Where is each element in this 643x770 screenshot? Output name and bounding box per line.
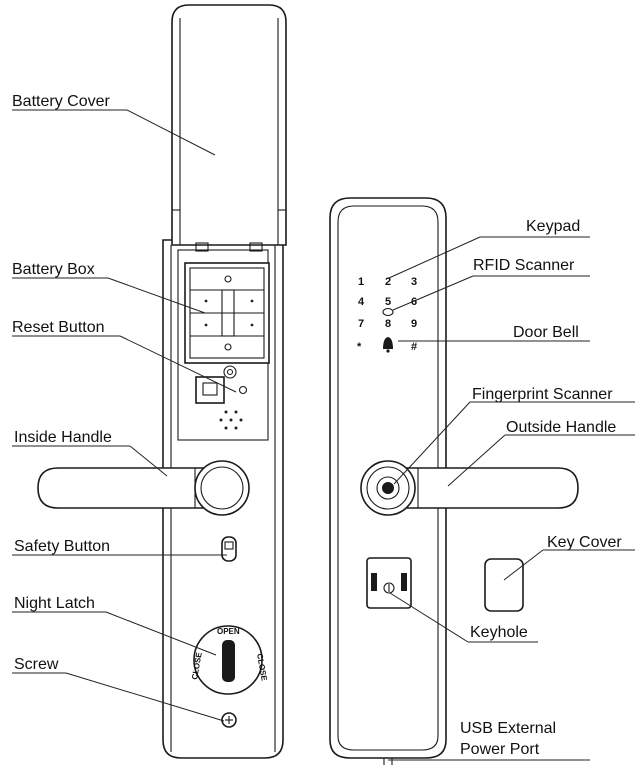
keypad-key-4: 4 — [358, 296, 365, 308]
keypad-key-7: 7 — [358, 318, 364, 330]
keypad-key-6: 6 — [411, 296, 417, 308]
fingerprint-scanner — [376, 476, 400, 500]
safety-button — [221, 536, 237, 562]
screw — [221, 712, 237, 728]
label-keypad: Keypad — [526, 218, 580, 235]
inside-panel: OPEN CLOSE CLOSE — [37, 4, 287, 759]
keypad-key-2: 2 — [385, 276, 391, 288]
label-battery-cover: Battery Cover — [12, 93, 110, 110]
battery-box — [184, 262, 270, 364]
label-outside-handle: Outside Handle — [506, 419, 616, 436]
door-bell-icon — [383, 337, 393, 353]
outside-panel: 1 2 3 4 5 6 7 8 9 * # — [329, 197, 579, 765]
callout-labels: Battery Cover Battery Box Reset Button I… — [12, 93, 622, 758]
keypad: 1 2 3 4 5 6 7 8 9 * # — [357, 276, 417, 353]
keyhole — [366, 557, 412, 609]
reset-button — [195, 365, 248, 404]
keypad-key-1: 1 — [358, 276, 364, 288]
label-screw: Screw — [14, 656, 59, 673]
speaker-grille — [219, 410, 243, 430]
label-fingerprint-scanner: Fingerprint Scanner — [472, 386, 613, 403]
label-usb-line1: USB External — [460, 720, 556, 737]
battery-cover — [171, 4, 287, 246]
label-key-cover: Key Cover — [547, 534, 622, 551]
rfid-scanner — [382, 307, 394, 317]
keypad-key-8: 8 — [385, 318, 391, 330]
leader-lines — [12, 109, 635, 761]
label-reset-button: Reset Button — [12, 319, 105, 336]
keypad-key-star: * — [357, 341, 362, 353]
keypad-key-5: 5 — [385, 296, 391, 308]
label-battery-box: Battery Box — [12, 261, 95, 278]
keypad-key-3: 3 — [411, 276, 417, 288]
key-cover — [484, 558, 524, 612]
inside-handle — [37, 460, 250, 516]
label-door-bell: Door Bell — [513, 324, 579, 341]
label-keyhole: Keyhole — [470, 624, 528, 641]
label-safety-button: Safety Button — [14, 538, 110, 555]
label-inside-handle: Inside Handle — [14, 429, 112, 446]
label-rfid-scanner: RFID Scanner — [473, 257, 575, 274]
keypad-key-9: 9 — [411, 318, 417, 330]
dial-open-label: OPEN — [217, 627, 240, 636]
night-latch-dial: OPEN CLOSE CLOSE — [190, 625, 269, 695]
keypad-key-hash: # — [411, 341, 417, 353]
label-night-latch: Night Latch — [14, 595, 95, 612]
label-usb-line2: Power Port — [460, 741, 540, 758]
